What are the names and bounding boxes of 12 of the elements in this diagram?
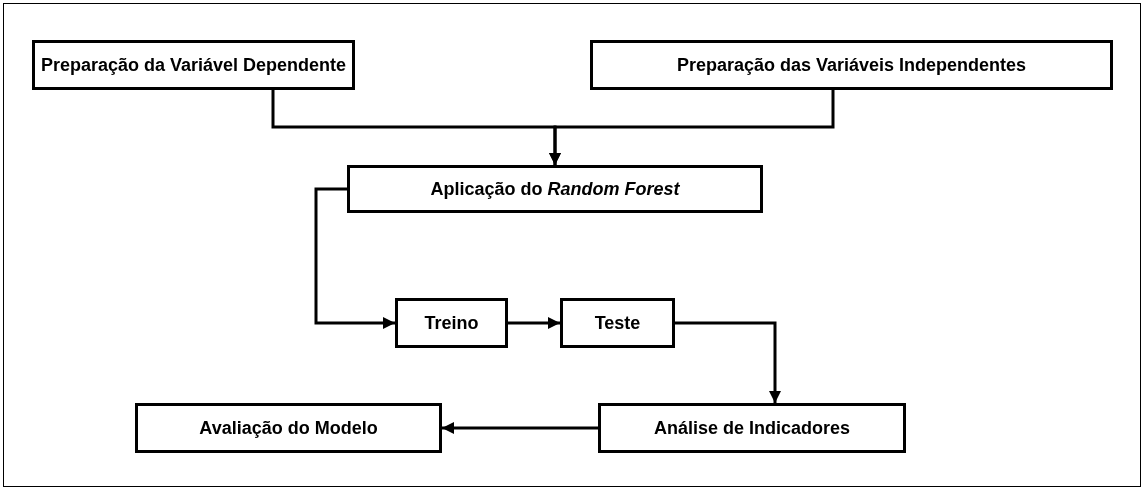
process-box: Treino [395,298,508,348]
arrow [549,90,835,165]
arrow [314,187,395,329]
process-box: Avaliação do Modelo [135,403,442,453]
arrow [508,317,560,329]
arrow [675,321,781,403]
process-box: Preparação da Variável Dependente [32,40,355,90]
process-box: Análise de Indicadores [598,403,906,453]
process-box: Preparação das Variáveis Independentes [590,40,1113,90]
process-box: Teste [560,298,675,348]
process-box: Aplicação do Random Forest [347,165,763,213]
arrow [442,422,598,434]
